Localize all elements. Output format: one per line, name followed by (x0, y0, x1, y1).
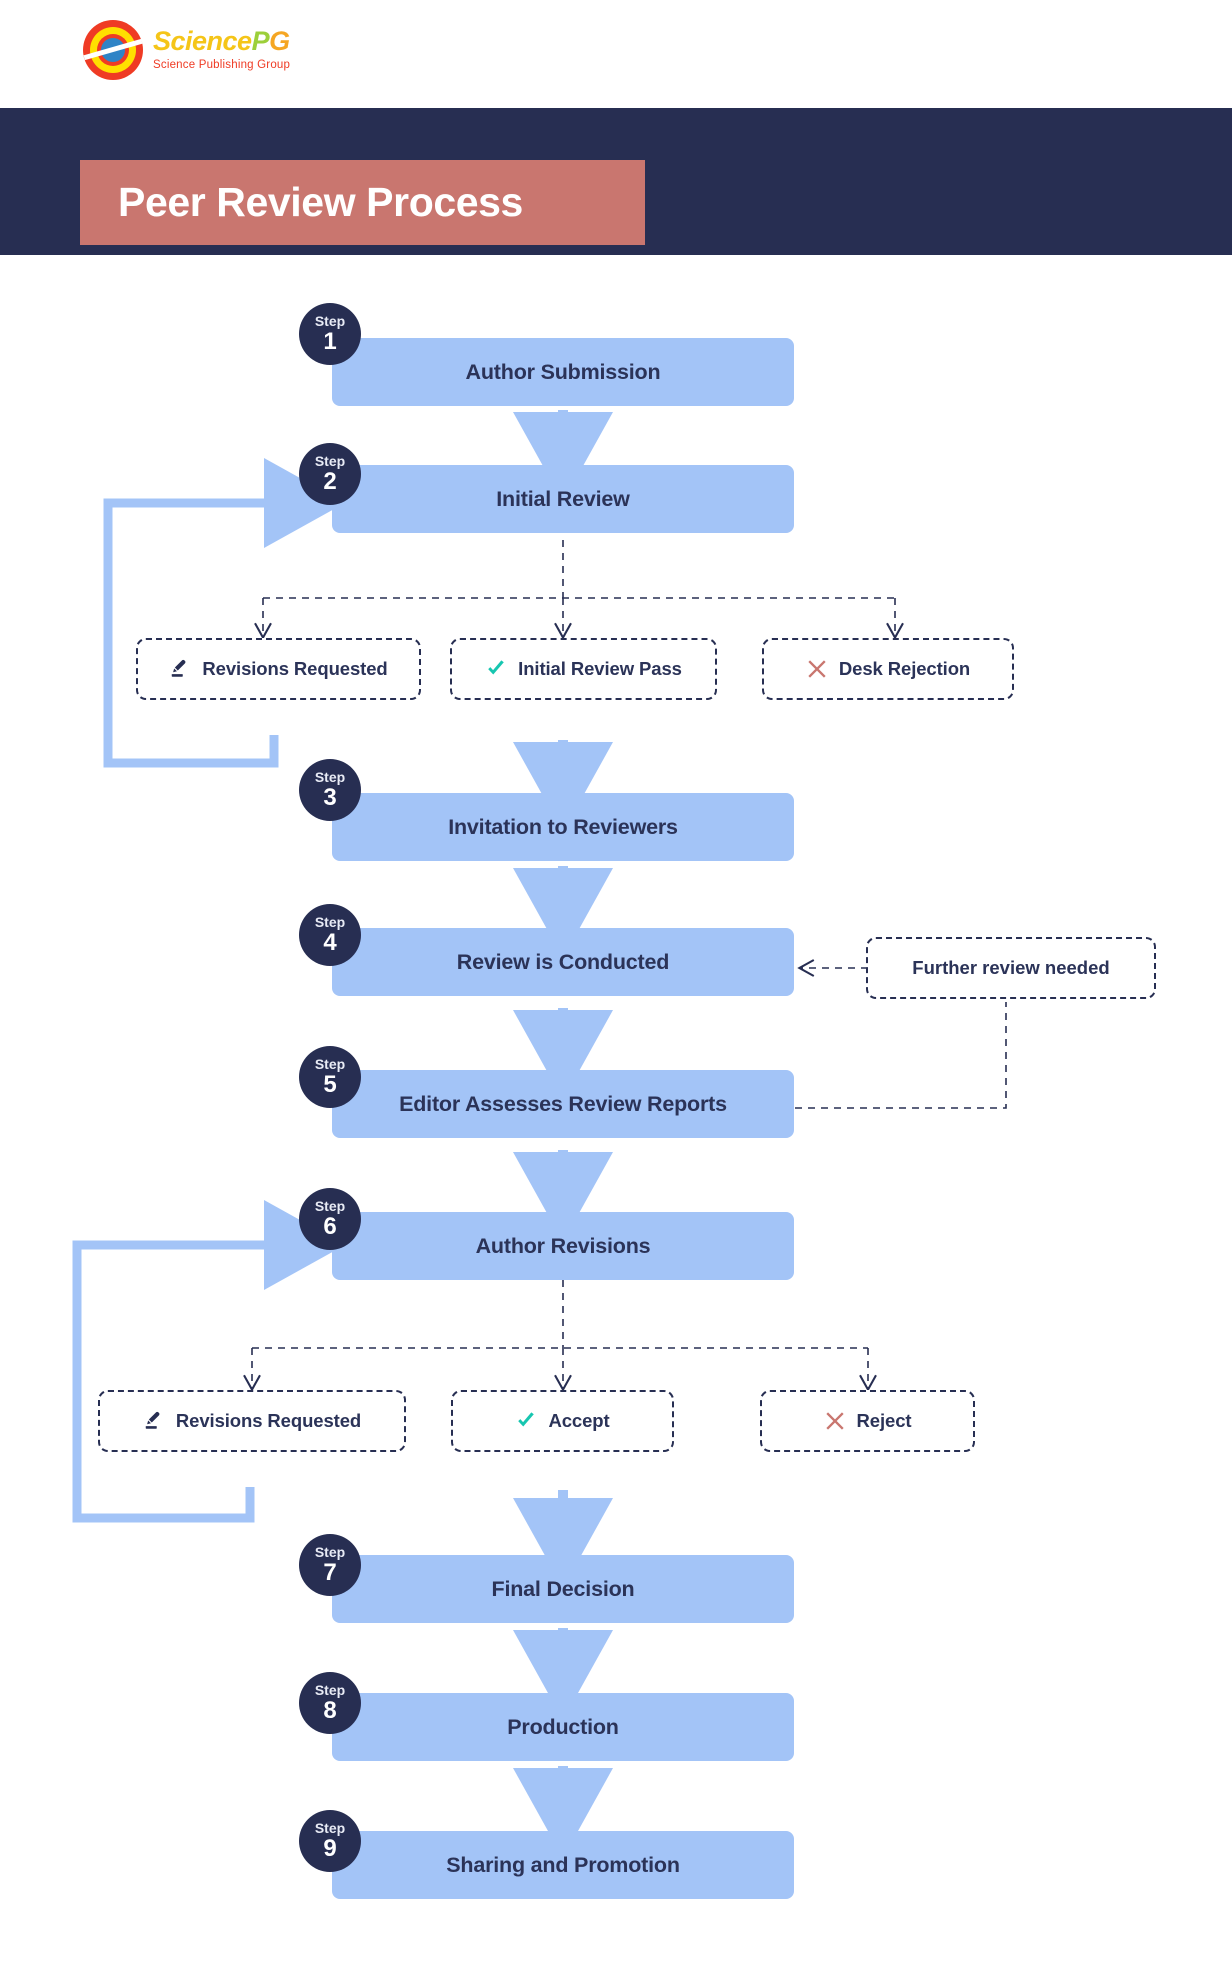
logo-bar: SciencePG Science Publishing Group (0, 0, 1232, 108)
step-number: 4 (323, 929, 337, 956)
step-word: Step (314, 1682, 346, 1698)
brand-name-part2: P (251, 26, 270, 57)
decision-accept[interactable]: Accept (451, 1390, 674, 1452)
step-node-sharing-and-promotion[interactable]: Sharing and Promotion (332, 1831, 794, 1899)
brand-name-part3: G (269, 26, 290, 57)
step-label: Review is Conducted (456, 949, 670, 974)
decision-revisions-requested-1[interactable]: Revisions Requested (136, 638, 421, 700)
step-label: Final Decision (491, 1576, 635, 1601)
decision-label: Initial Review Pass (518, 658, 682, 679)
step-word: Step (314, 914, 346, 930)
step-node-author-submission[interactable]: Author Submission (332, 338, 794, 406)
step-badge-1: Step 1 (299, 303, 361, 365)
step-number: 6 (323, 1213, 337, 1240)
cross-icon (825, 1412, 844, 1430)
step-badge-5: Step 5 (299, 1046, 361, 1108)
sciencepg-target-logo-icon (83, 20, 143, 80)
decision-reject[interactable]: Reject (760, 1390, 975, 1452)
step-number: 3 (323, 784, 337, 811)
check-icon (488, 660, 504, 675)
decision-label: Reject (856, 1410, 912, 1431)
decision-revisions-requested-2[interactable]: Revisions Requested (98, 1390, 406, 1452)
decision-label: Revisions Requested (202, 658, 388, 679)
brand-tagline: Science Publishing Group (153, 59, 291, 72)
step-badge-3: Step 3 (299, 759, 361, 821)
decision-label: Accept (548, 1410, 610, 1431)
decision-desk-rejection[interactable]: Desk Rejection (762, 638, 1014, 700)
step-word: Step (314, 453, 346, 469)
step-label: Editor Assesses Review Reports (399, 1091, 727, 1116)
step-word: Step (314, 1198, 346, 1214)
step-number: 7 (323, 1559, 337, 1586)
step-number: 5 (323, 1071, 337, 1098)
brand-name: SciencePG (153, 28, 290, 55)
step-word: Step (314, 769, 346, 785)
step-node-production[interactable]: Production (332, 1693, 794, 1761)
step-label: Production (507, 1714, 619, 1739)
pencil-icon (145, 1411, 160, 1429)
step-label: Author Submission (465, 359, 661, 384)
note-further-review-needed[interactable]: Further review needed (866, 937, 1156, 999)
page-title: Peer Review Process (118, 179, 523, 225)
step-word: Step (314, 1820, 346, 1836)
decision-initial-review-pass[interactable]: Initial Review Pass (450, 638, 717, 700)
step-label: Invitation to Reviewers (448, 814, 678, 839)
step-label: Author Revisions (475, 1233, 651, 1258)
decision-label: Desk Rejection (838, 658, 971, 679)
step-node-final-decision[interactable]: Final Decision (332, 1555, 794, 1623)
step-word: Step (314, 313, 346, 329)
step-badge-4: Step 4 (299, 904, 361, 966)
page-title-chip: Peer Review Process (80, 160, 645, 245)
brand-wordmark: SciencePG Science Publishing Group (153, 28, 290, 72)
step-number: 1 (323, 328, 337, 355)
step-word: Step (314, 1056, 346, 1072)
step-label: Initial Review (496, 486, 630, 511)
step-node-initial-review[interactable]: Initial Review (332, 465, 794, 533)
step-badge-2: Step 2 (299, 443, 361, 505)
step-node-review-is-conducted[interactable]: Review is Conducted (332, 928, 794, 996)
cross-icon (808, 660, 826, 678)
check-icon (518, 1412, 535, 1427)
step-number: 8 (323, 1697, 337, 1724)
step-badge-9: Step 9 (299, 1810, 361, 1872)
step-badge-6: Step 6 (299, 1188, 361, 1250)
step-badge-7: Step 7 (299, 1534, 361, 1596)
step-node-author-revisions[interactable]: Author Revisions (332, 1212, 794, 1280)
step-badge-8: Step 8 (299, 1672, 361, 1734)
step-number: 9 (323, 1835, 337, 1862)
note-label: Further review needed (912, 957, 1110, 978)
decision-label: Revisions Requested (175, 1410, 362, 1431)
step-node-editor-assesses-review-reports[interactable]: Editor Assesses Review Reports (332, 1070, 794, 1138)
pencil-icon (172, 659, 186, 677)
step-number: 2 (323, 468, 337, 495)
step-node-invitation-to-reviewers[interactable]: Invitation to Reviewers (332, 793, 794, 861)
brand-name-part1: Science (153, 26, 252, 57)
step-word: Step (314, 1544, 346, 1560)
step-label: Sharing and Promotion (446, 1852, 680, 1877)
brand-logo[interactable]: SciencePG Science Publishing Group (83, 20, 290, 80)
